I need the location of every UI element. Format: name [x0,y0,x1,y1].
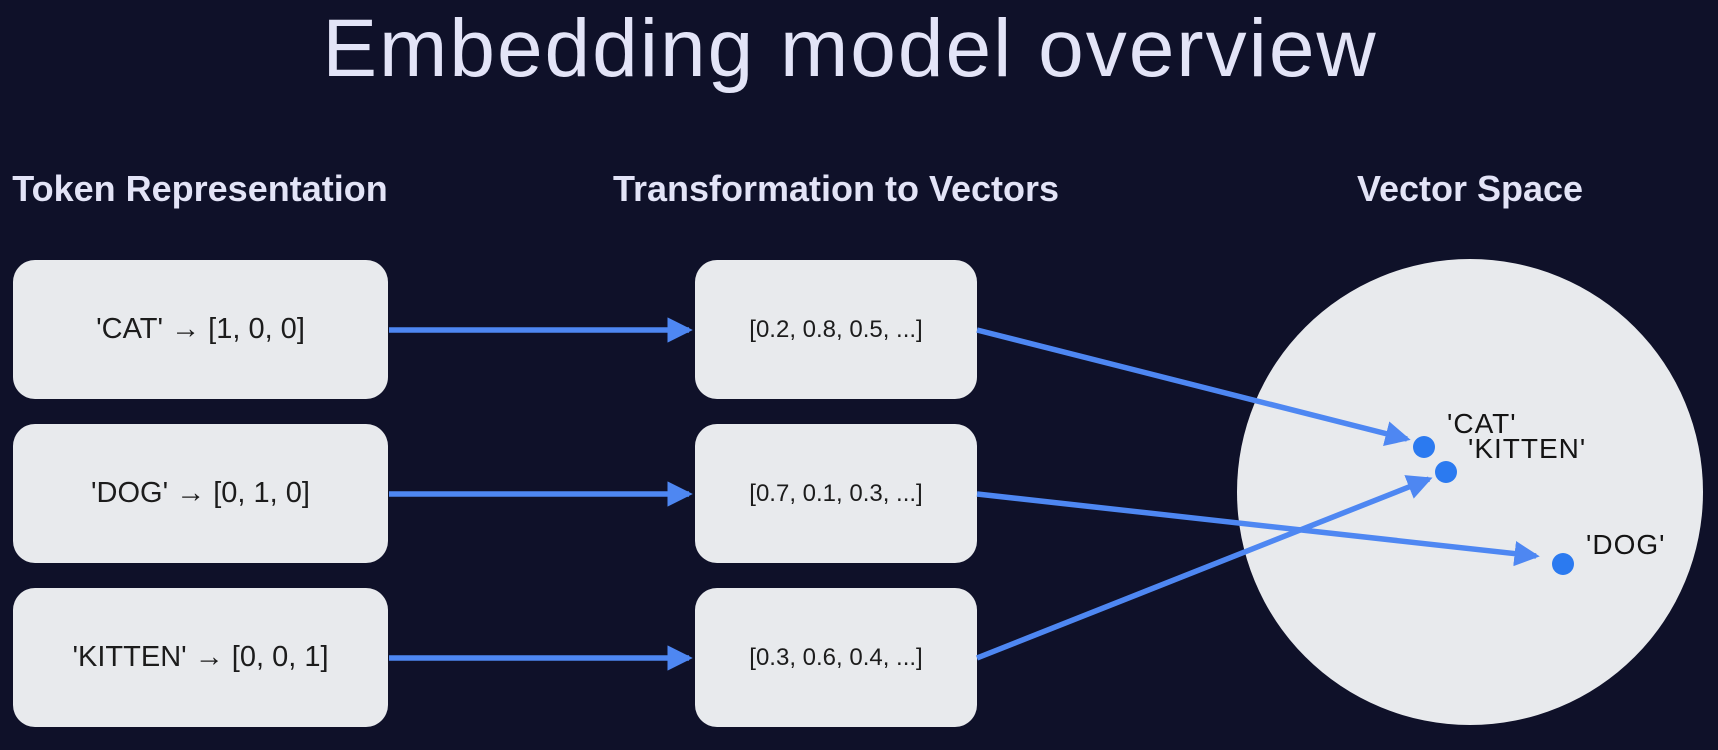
arrow-vector-kitten-to-space [975,475,1433,661]
dog-point [1552,553,1574,575]
vector-box-cat: [0.2, 0.8, 0.5, ...] [695,260,977,399]
kitten-point-label: 'KITTEN' [1468,433,1586,464]
vector-space-header: Vector Space [1356,168,1584,209]
vector-box-dog: [0.7, 0.1, 0.3, ...] [695,424,977,563]
vector-space-circle [1237,259,1703,725]
vector-box-kitten: [0.3, 0.6, 0.4, ...] [695,588,977,727]
kitten-point [1435,461,1457,483]
transform-column-header: Transformation to Vectors [612,168,1060,209]
arrow-vector-dog-to-space [976,491,1540,567]
slide-title: Embedding model overview [322,3,1378,94]
dog-point-label: 'DOG' [1586,529,1665,560]
token-column-header: Token Representation [12,168,388,209]
token-box-cat: 'CAT' → [1, 0, 0] [13,260,388,399]
token-box-dog: 'DOG' → [0, 1, 0] [13,424,388,563]
cat-point [1413,436,1435,458]
arrow-vector-cat-to-space [976,327,1411,446]
token-box-kitten: 'KITTEN' → [0, 0, 1] [13,588,388,727]
cat-point-label: 'CAT' [1447,408,1517,439]
